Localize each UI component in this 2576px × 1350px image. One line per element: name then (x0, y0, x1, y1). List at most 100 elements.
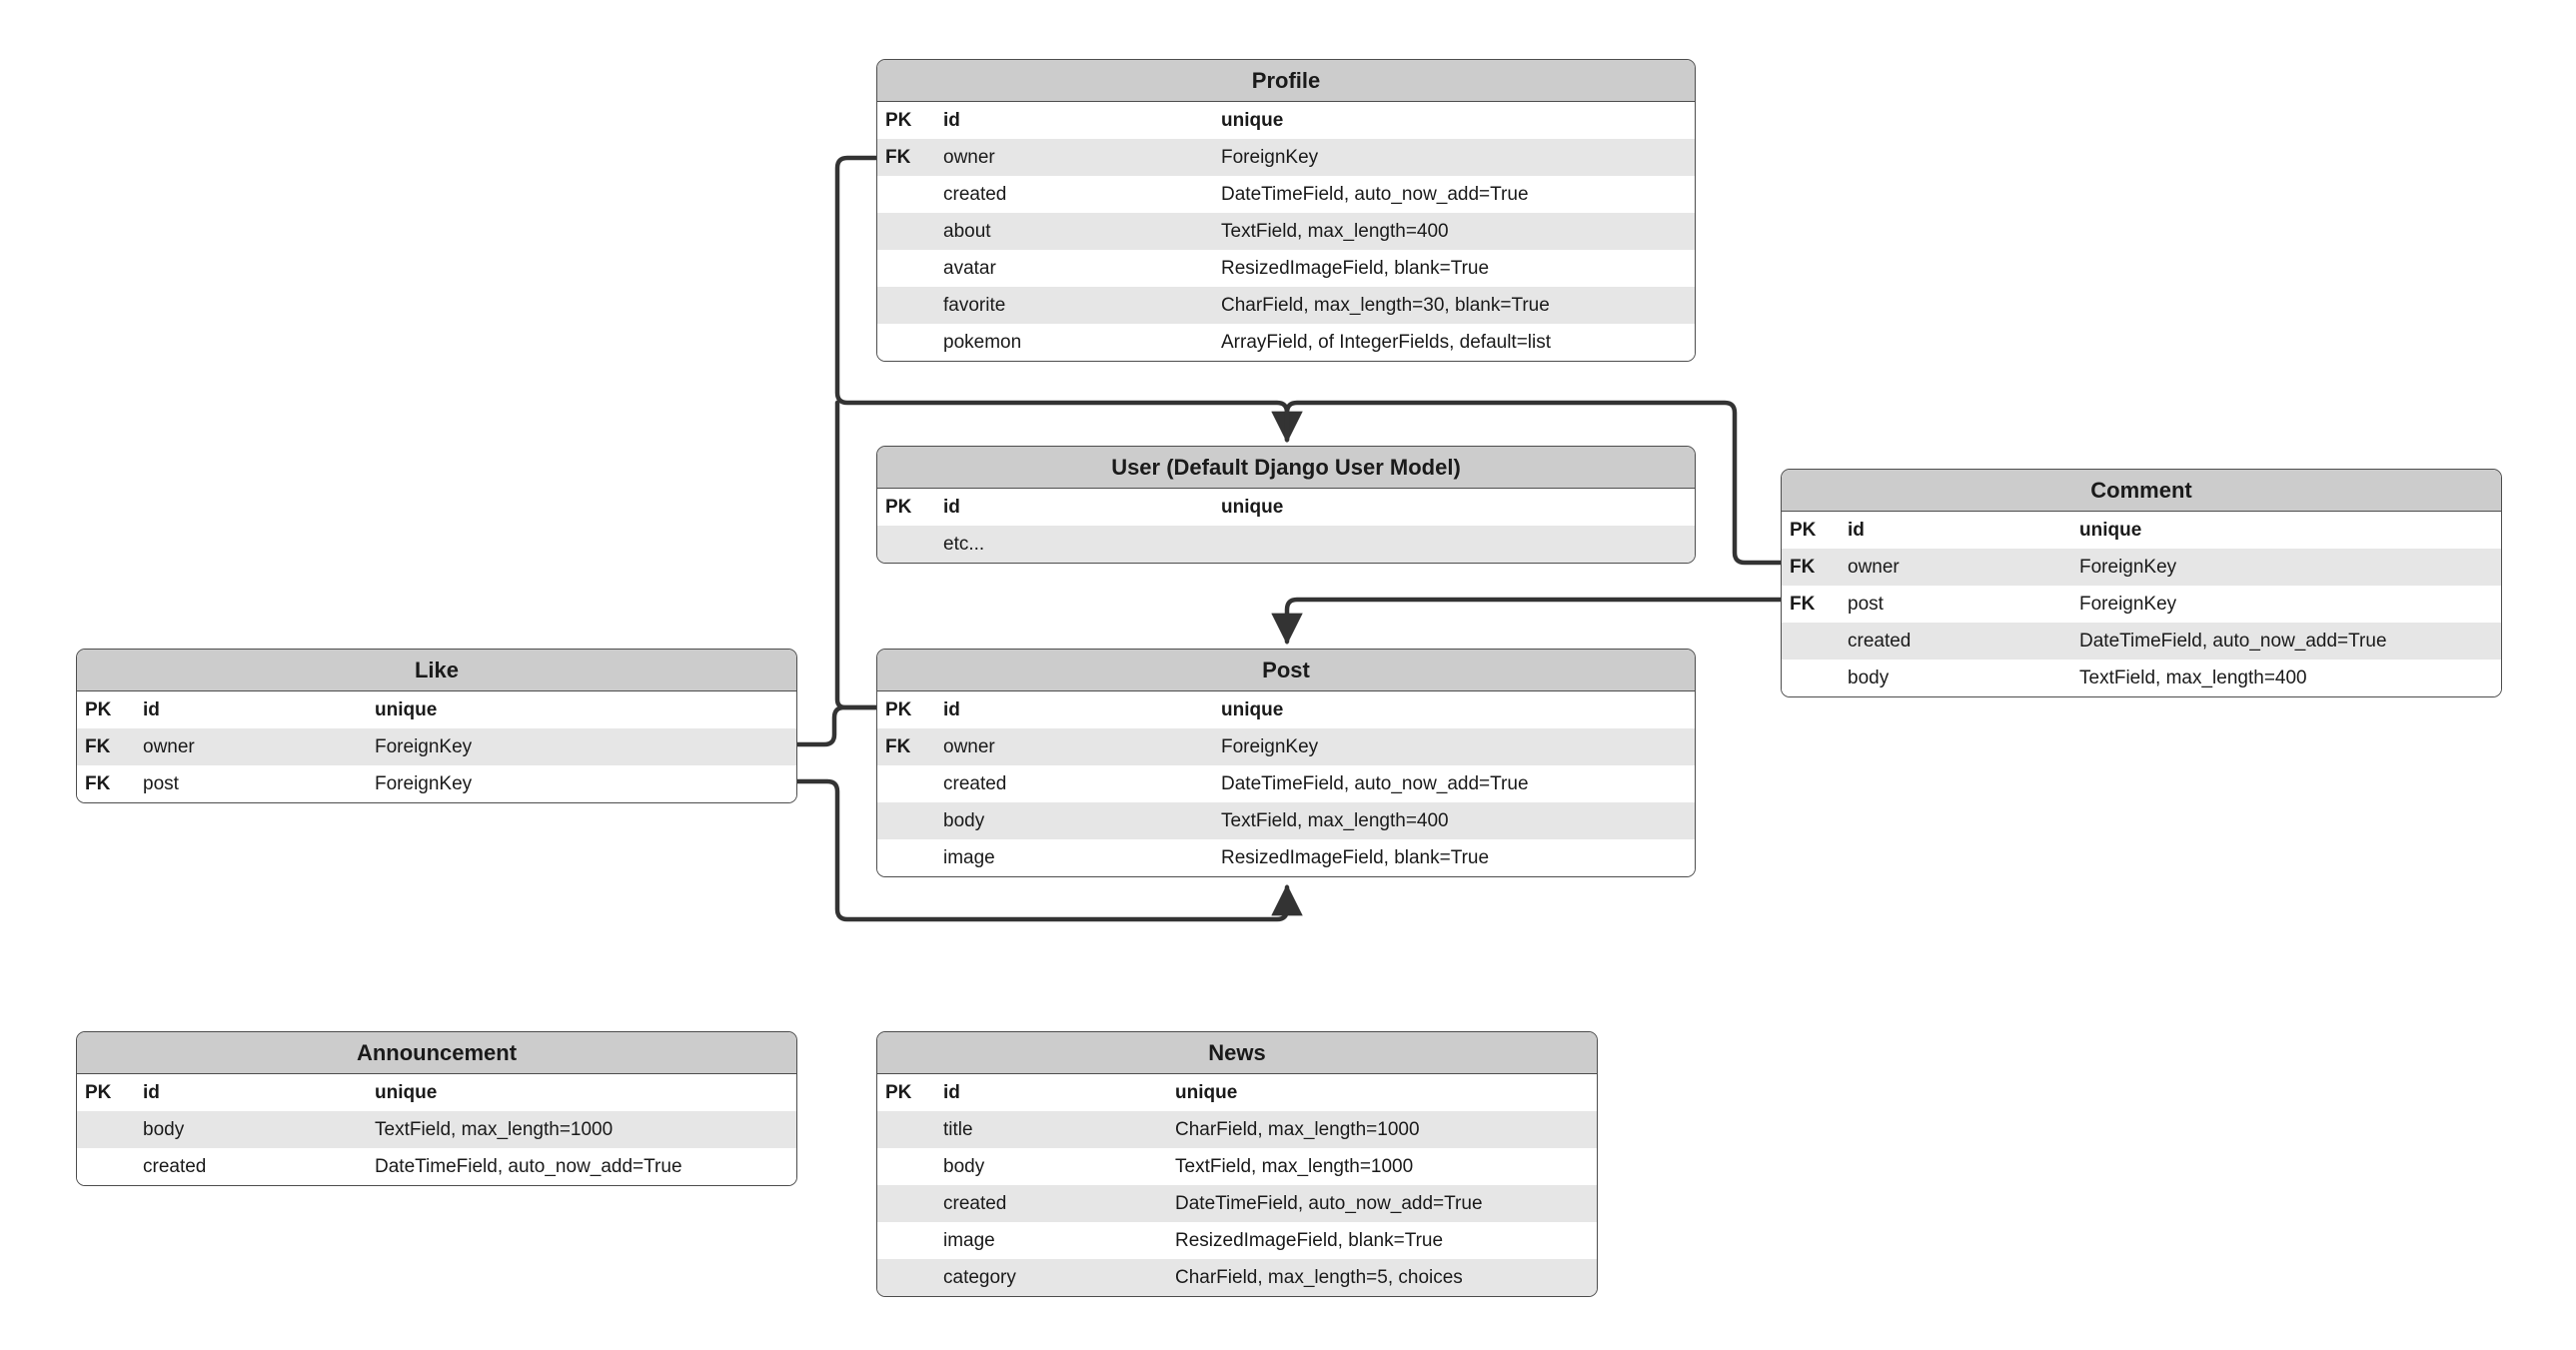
row-field-name: id (135, 691, 367, 728)
entity-title-profile: Profile (877, 60, 1695, 102)
row-field-type: TextField, max_length=400 (1213, 213, 1695, 250)
row-key-badge: PK (877, 1074, 935, 1111)
row-key-badge: PK (1782, 512, 1840, 549)
row-field-name: created (935, 765, 1213, 802)
row-field-name: id (935, 691, 1213, 728)
row-field-type: ForeignKey (1213, 728, 1695, 765)
row-field-name: id (135, 1074, 367, 1111)
row-field-name: id (1840, 512, 2071, 549)
row-field-name: body (135, 1111, 367, 1148)
row-field-name: owner (935, 728, 1213, 765)
row-field-name: title (935, 1111, 1167, 1148)
row-key-badge: PK (877, 102, 935, 139)
row-field-type: DateTimeField, auto_now_add=True (367, 1148, 796, 1185)
row-key-badge (877, 1148, 935, 1185)
row-field-name: body (1840, 660, 2071, 696)
row-key-badge: PK (77, 691, 135, 728)
row-field-name: created (935, 176, 1213, 213)
row-key-badge (877, 1259, 935, 1296)
row-field-type: DateTimeField, auto_now_add=True (1213, 765, 1695, 802)
edge-like-owner-to-post-id (794, 704, 879, 747)
row-field-type: DateTimeField, auto_now_add=True (1213, 176, 1695, 213)
entity-title-like: Like (77, 650, 796, 691)
row-field-type: ForeignKey (1213, 139, 1695, 176)
row-field-name: body (935, 1148, 1167, 1185)
row-key-badge (877, 324, 935, 361)
row-field-type: DateTimeField, auto_now_add=True (2071, 623, 2501, 660)
row-field-type: unique (1167, 1074, 1597, 1111)
row-key-badge: FK (1782, 549, 1840, 586)
row-field-name: post (1840, 586, 2071, 623)
row-field-name: id (935, 489, 1213, 526)
row-key-badge: FK (77, 728, 135, 765)
row-field-type: ForeignKey (367, 765, 796, 802)
row-key-badge: PK (877, 489, 935, 526)
row-field-type: TextField, max_length=400 (2071, 660, 2501, 696)
row-field-name: favorite (935, 287, 1213, 324)
row-field-name: body (935, 802, 1213, 839)
row-field-type: ArrayField, of IntegerFields, default=li… (1213, 324, 1695, 361)
row-key-badge (77, 1111, 135, 1148)
row-key-badge: FK (77, 765, 135, 802)
row-field-type: CharField, max_length=5, choices (1167, 1259, 1597, 1296)
row-field-name: post (135, 765, 367, 802)
row-field-type: TextField, max_length=1000 (1167, 1148, 1597, 1185)
row-field-type: unique (1213, 489, 1695, 526)
row-key-badge (877, 802, 935, 839)
row-key-badge (877, 176, 935, 213)
entity-title-news: News (877, 1032, 1597, 1074)
row-key-badge: FK (877, 728, 935, 765)
row-field-name: pokemon (935, 324, 1213, 361)
row-key-badge: FK (877, 139, 935, 176)
edge-trunk-user-to-post (834, 400, 879, 710)
row-field-type: unique (367, 691, 796, 728)
table-row[interactable]: etc... (877, 526, 1695, 563)
row-field-name: owner (1840, 549, 2071, 586)
row-field-type: ResizedImageField, blank=True (1167, 1222, 1597, 1259)
row-key-badge (877, 1185, 935, 1222)
